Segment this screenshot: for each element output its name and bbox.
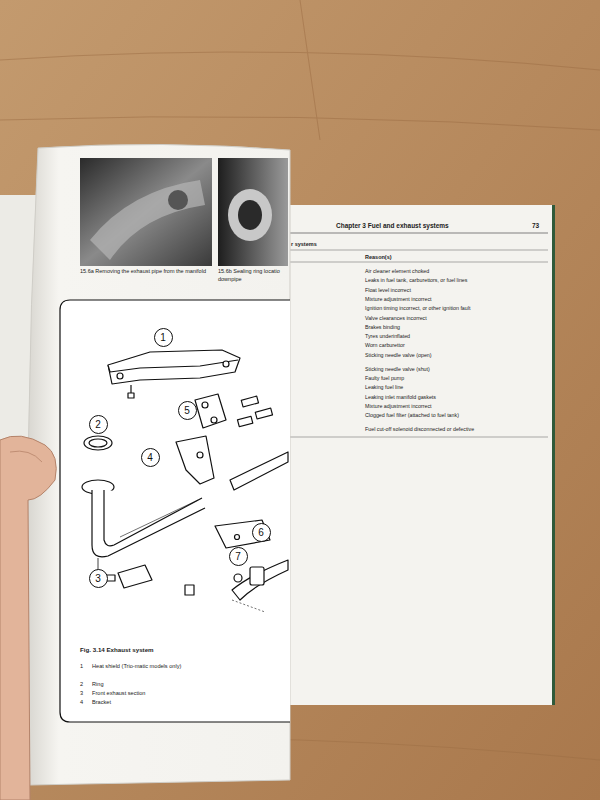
table-cell: Sticking needle valve (shut) [365, 366, 545, 372]
table-cell: Mixture adjustment incorrect [365, 296, 545, 302]
callout-text: 1 [160, 332, 166, 343]
callout-number: 1 [154, 328, 173, 347]
table-cell: Clogged fuel filter (attached to fuel ta… [365, 412, 545, 418]
table-cell: Bracket [92, 699, 182, 705]
table-cell: Worn carburettor [365, 342, 545, 348]
callout-text: 3 [95, 573, 101, 584]
photo-caption: 15.6a Removing the exhaust pipe from the… [80, 268, 214, 274]
table-cell: Valve clearances incorrect [365, 315, 545, 321]
photo-caption: 15.6b Sealing ring locatio [218, 268, 298, 274]
table-cell: Fuel cut-off solenoid disconnected or de… [365, 426, 545, 432]
photo-caption: downpipe [218, 276, 278, 282]
figure-caption: Fig. 3.14 Exhaust system [80, 646, 280, 653]
table-cell: 2 [80, 681, 92, 687]
table-cell: Ring [92, 681, 182, 687]
table-cell: 1 [80, 663, 92, 669]
page-header: Reason(s) [365, 254, 425, 260]
callout-text: 6 [258, 527, 264, 538]
table-cell: Float level incorrect [365, 287, 545, 293]
table-cell: Mixture adjustment incorrect [365, 403, 545, 409]
table-cell: Heat shield (Trio-matic models only) [92, 663, 182, 669]
table-cell: Front exhaust section [92, 690, 182, 696]
table-cell: 4 [80, 699, 92, 705]
page-header: r systems [291, 241, 351, 247]
table-cell: Sticking needle valve (open) [365, 352, 545, 358]
page-header: 73 [532, 222, 548, 229]
callout-number: 3 [89, 569, 108, 588]
callout-text: 4 [147, 452, 153, 463]
page-header: Chapter 3 Fuel and exhaust systems [336, 222, 516, 229]
callout-text: 2 [95, 419, 101, 430]
callout-number: 2 [89, 415, 108, 434]
table-cell: Tyres underinflated [365, 333, 545, 339]
callout-number: 6 [252, 523, 271, 542]
table-cell: Leaking fuel line [365, 384, 545, 390]
table-cell: Leaks in fuel tank, carburettors, or fue… [365, 277, 545, 283]
callout-number: 5 [178, 401, 197, 420]
table-cell: Faulty fuel pump [365, 375, 545, 381]
table-cell: Leaking inlet manifold gaskets [365, 394, 545, 400]
callout-text: 5 [184, 405, 190, 416]
table-cell: Air cleaner element choked [365, 268, 545, 274]
callout-number: 7 [229, 547, 248, 566]
callout-number: 4 [141, 448, 160, 467]
table-cell: Ignition timing incorrect, or other igni… [365, 305, 545, 311]
callout-text: 7 [235, 551, 241, 562]
table-cell: 3 [80, 690, 92, 696]
table-cell: Brakes binding [365, 324, 545, 330]
